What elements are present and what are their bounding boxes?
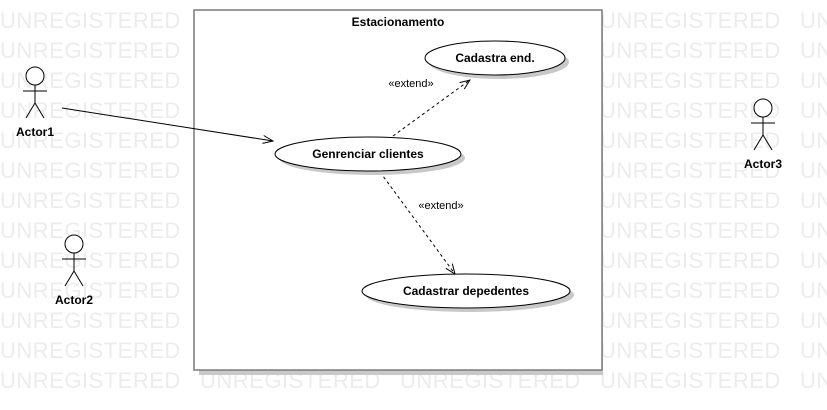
watermark-text: UNREGISTERED: [800, 368, 827, 393]
actor-right-leg: [34, 102, 45, 119]
watermark-text: UNREGISTERED: [0, 38, 181, 63]
actor-head: [64, 234, 84, 254]
actor-right-leg: [762, 134, 773, 151]
actor-right-leg: [73, 270, 84, 287]
actor-head: [753, 98, 773, 118]
watermark-text: UNREGISTERED: [800, 38, 827, 63]
actor-left-leg: [25, 102, 36, 119]
watermark-text: UNREGISTERED: [0, 338, 181, 363]
watermark-text: UNREGISTERED: [600, 338, 781, 363]
use-case-label: Cadastrar depedentes: [403, 284, 529, 298]
actor1[interactable]: Actor1: [16, 66, 54, 139]
watermark-text: UNREGISTERED: [600, 368, 781, 393]
actor2[interactable]: Actor2: [55, 234, 93, 307]
watermark-text: UNREGISTERED: [800, 218, 827, 243]
watermark-text: UNREGISTERED: [600, 98, 781, 123]
watermark-text: UNREGISTERED: [600, 68, 781, 93]
watermark-text: UNREGISTERED: [600, 218, 781, 243]
watermark-text: UNREGISTERED: [0, 158, 181, 183]
use-case-cadastra-end[interactable]: Cadastra end.: [424, 40, 569, 79]
actor3-label: Actor3: [744, 157, 782, 171]
watermark-text: UNREGISTERED: [0, 8, 181, 33]
watermark-text: UNREGISTERED: [800, 98, 827, 123]
use-case-ellipse: [424, 40, 566, 76]
watermark-text: UNREGISTERED: [0, 368, 181, 393]
watermark-text: UNREGISTERED: [0, 218, 181, 243]
watermark-text: UNREGISTERED: [800, 338, 827, 363]
use-case-cadastrar-dependentes[interactable]: Cadastrar depedentes: [361, 273, 574, 312]
watermark-text: UNREGISTERED: [0, 188, 181, 213]
watermark-text: UNREGISTERED: [600, 188, 781, 213]
watermark-text: UNREGISTERED: [0, 248, 181, 273]
watermark-text: UNREGISTERED: [800, 68, 827, 93]
watermark-text: UNREGISTERED: [600, 308, 781, 333]
actor-left-leg: [64, 270, 75, 287]
use-case-label: Genrenciar clientes: [312, 147, 424, 161]
watermark-text: UNREGISTERED: [600, 8, 781, 33]
watermark-text: UNREGISTERED: [600, 128, 781, 153]
watermark-text: UNREGISTERED: [600, 248, 781, 273]
watermark-text: UNREGISTERED: [800, 158, 827, 183]
watermark-text: UNREGISTERED: [800, 8, 827, 33]
extend-cadastra-end[interactable]: [392, 80, 470, 137]
use-case-genrenciar-clientes[interactable]: Genrenciar clientes: [274, 136, 465, 175]
watermark-text: UNREGISTERED: [800, 188, 827, 213]
system-name: Estacionamento: [352, 15, 445, 29]
use-case-ellipse: [361, 273, 571, 309]
actor-left-leg: [753, 134, 764, 151]
watermark-text: UNREGISTERED: [0, 278, 181, 303]
watermark-text: UNREGISTERED: [800, 248, 827, 273]
association-actor1-genrenciar[interactable]: [61, 107, 273, 141]
extend-label-1: «extend»: [388, 78, 433, 90]
watermark-text: UNREGISTERED: [800, 308, 827, 333]
actor2-label: Actor2: [55, 293, 93, 307]
watermark-text: UNREGISTERED: [0, 98, 181, 123]
actor-head: [25, 66, 45, 86]
extend-label-2: «extend»: [418, 200, 463, 212]
use-case-ellipse: [274, 136, 462, 172]
use-case-label: Cadastra end.: [455, 51, 534, 65]
actor3[interactable]: Actor3: [744, 98, 782, 171]
watermark-text: UNREGISTERED: [600, 158, 781, 183]
watermark-text: UNREGISTERED: [600, 278, 781, 303]
watermark-text: UNREGISTERED: [800, 128, 827, 153]
watermark-text: UNREGISTERED: [800, 278, 827, 303]
watermark-text: UNREGISTERED: [0, 308, 181, 333]
actor1-label: Actor1: [16, 125, 54, 139]
watermark-text: UNREGISTERED: [600, 38, 781, 63]
watermark-text: UNREGISTERED: [0, 128, 181, 153]
